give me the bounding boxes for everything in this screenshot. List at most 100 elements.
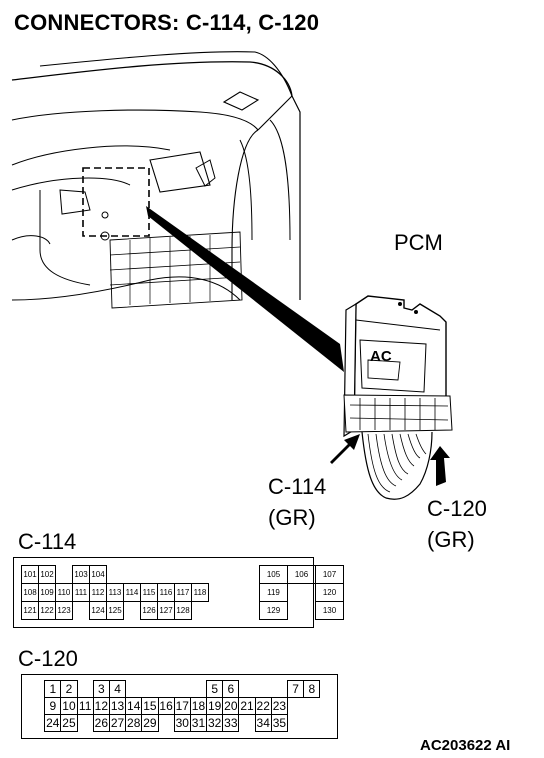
c114-pin: 107 <box>315 565 344 584</box>
c114-pin: 123 <box>55 601 73 620</box>
c120-pin: 22 <box>254 697 272 715</box>
c120-pin: 27 <box>108 714 127 732</box>
c114-pin: 117 <box>174 583 192 602</box>
c120-pin: 32 <box>206 714 224 732</box>
c114-pin: 110 <box>55 583 73 602</box>
c120-pin: 24 <box>44 714 62 732</box>
c120-pin: 25 <box>60 714 78 732</box>
c120-pin <box>174 680 191 698</box>
c114-pin: 108 <box>21 583 39 602</box>
c114-pin: 109 <box>38 583 56 602</box>
c114-pin: 112 <box>89 583 107 602</box>
c114-pin <box>225 565 243 584</box>
c120-pin: 26 <box>92 714 110 732</box>
c120-section-label: C-120 <box>18 646 78 671</box>
c120-pin: 9 <box>44 697 62 715</box>
c120-pin: 3 <box>92 680 110 698</box>
c114-pin: 114 <box>123 583 141 602</box>
c120-pin: 20 <box>222 697 240 715</box>
c120-pin: 17 <box>173 697 191 715</box>
c114-pin: 129 <box>259 601 288 620</box>
c120-pin: 6 <box>222 680 240 698</box>
c114-pin <box>157 565 175 584</box>
c114-pin: 106 <box>287 565 316 584</box>
c114-pin: 130 <box>315 601 344 620</box>
c120-pin: 7 <box>287 680 305 698</box>
c114-pin: 124 <box>89 601 107 620</box>
c120-pin <box>77 680 94 698</box>
c120-callout-name: C-120 <box>427 496 487 521</box>
c120-pin: 11 <box>76 697 94 715</box>
c114-pin <box>208 565 226 584</box>
c114-pin <box>191 565 209 584</box>
c120-pin: 2 <box>60 680 78 698</box>
c114-pin: 102 <box>38 565 56 584</box>
c114-pin <box>72 601 90 620</box>
c120-pin: 28 <box>125 714 143 732</box>
c114-pin <box>123 601 141 620</box>
c120-pin: 19 <box>206 697 224 715</box>
c120-pin: 21 <box>238 697 256 715</box>
c120-pin <box>158 714 175 732</box>
c120-pin: 34 <box>254 714 272 732</box>
c120-pin: 5 <box>206 680 224 698</box>
c120-pin: 15 <box>141 697 159 715</box>
c114-pin: 121 <box>21 601 39 620</box>
c114-pin: 104 <box>89 565 107 584</box>
c120-pin <box>141 680 158 698</box>
c114-pin <box>191 601 209 620</box>
c120-pin: 14 <box>125 697 143 715</box>
c120-pin: 1 <box>44 680 62 698</box>
c114-pin: 128 <box>174 601 192 620</box>
c120-pin: 33 <box>222 714 240 732</box>
c114-pin: 103 <box>72 565 90 584</box>
c114-pin: 116 <box>157 583 175 602</box>
c114-pin: 122 <box>38 601 56 620</box>
c120-callout-color: (GR) <box>427 527 475 552</box>
c114-pin: 118 <box>191 583 209 602</box>
c114-pin: 111 <box>72 583 90 602</box>
c114-pin <box>106 565 124 584</box>
c114-pin: 127 <box>157 601 175 620</box>
c114-pin: 105 <box>259 565 288 584</box>
c120-pin <box>255 680 272 698</box>
c114-pin: 126 <box>140 601 158 620</box>
diagram-title: CONNECTORS: C-114, C-120 <box>14 10 320 35</box>
c120-pin: 18 <box>189 697 208 715</box>
c120-pin <box>190 680 207 698</box>
pcm-label: PCM <box>394 230 443 255</box>
c120-pin: 23 <box>270 697 288 715</box>
c120-pin: 30 <box>173 714 191 732</box>
c114-section-label: C-114 <box>18 529 77 554</box>
c120-pin <box>77 714 94 732</box>
c114-pin: 125 <box>106 601 124 620</box>
c120-pin: 13 <box>108 697 127 715</box>
c120-pin: 31 <box>189 714 208 732</box>
c120-pin: 29 <box>141 714 159 732</box>
reference-code: AC203622 AI <box>420 737 511 754</box>
c114-pin <box>140 565 158 584</box>
c114-pin: 115 <box>140 583 158 602</box>
c114-callout-name: C-114 <box>268 474 327 499</box>
c120-pin <box>238 714 255 732</box>
c114-pin: 101 <box>21 565 39 584</box>
c120-pin: 10 <box>60 697 78 715</box>
c114-pin <box>174 565 192 584</box>
c120-pin: 4 <box>108 680 127 698</box>
c120-pin: 12 <box>92 697 110 715</box>
ac-label: AC <box>370 348 392 365</box>
c114-pin: 119 <box>259 583 288 602</box>
c114-pin <box>55 565 73 584</box>
c120-pin: 16 <box>157 697 175 715</box>
c114-pin: 113 <box>106 583 124 602</box>
c120-pin: 35 <box>270 714 288 732</box>
c114-callout-color: (GR) <box>268 505 316 530</box>
c114-pin <box>123 565 141 584</box>
c114-pin: 120 <box>315 583 344 602</box>
c120-pin <box>125 680 142 698</box>
c120-pin <box>158 680 175 698</box>
